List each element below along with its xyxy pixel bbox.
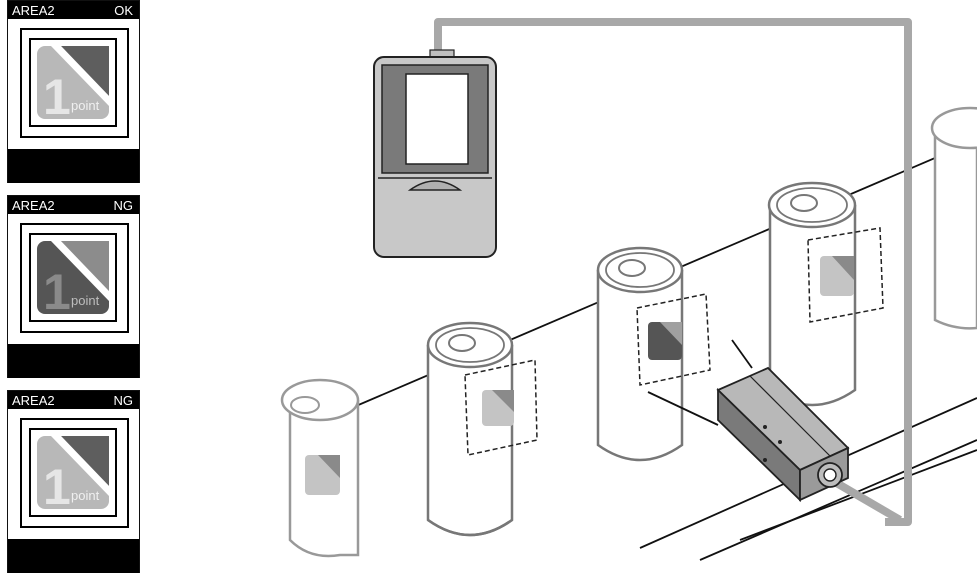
monitor-header: AREA2 NG xyxy=(8,196,139,214)
logo-sub: point xyxy=(71,293,100,308)
monitor-header: AREA2 NG xyxy=(8,391,139,409)
one-point-logo-icon: 1 point xyxy=(37,436,109,515)
inspection-frame: 1 point xyxy=(20,28,129,138)
controller-unit xyxy=(373,49,497,258)
area-label: AREA2 xyxy=(12,2,55,18)
logo-number: 1 xyxy=(43,459,71,515)
can-4 xyxy=(767,181,884,407)
inspection-frame: 1 point xyxy=(20,418,129,528)
monitor-view: 1 point xyxy=(8,19,139,149)
area-label: AREA2 xyxy=(12,197,55,213)
monitor-panel-1: AREA2 OK 1 point xyxy=(7,0,140,183)
status-label: NG xyxy=(113,197,134,213)
controller-cable xyxy=(434,18,912,526)
monitor-header: AREA2 OK xyxy=(8,1,139,19)
status-label: NG xyxy=(113,392,134,408)
can-5 xyxy=(930,106,977,330)
area-label: AREA2 xyxy=(12,392,55,408)
can-3 xyxy=(596,246,711,462)
logo-number: 1 xyxy=(43,69,71,125)
logo-sub: point xyxy=(71,488,100,503)
monitor-footer xyxy=(8,149,139,183)
can-1 xyxy=(280,378,360,558)
status-label: OK xyxy=(114,2,133,18)
logo-number: 1 xyxy=(43,264,71,320)
inspection-frame: 1 point xyxy=(20,223,129,333)
inspection-area: 1 point xyxy=(29,233,117,322)
logo-sub: point xyxy=(71,98,100,113)
monitor-footer xyxy=(8,539,139,573)
inspection-area: 1 point xyxy=(29,428,117,517)
monitor-view: 1 point xyxy=(8,214,139,344)
one-point-logo-icon: 1 point xyxy=(37,46,109,125)
monitor-footer xyxy=(8,344,139,378)
monitor-panel-3: AREA2 NG 1 point xyxy=(7,390,140,573)
camera-view-lines xyxy=(647,339,753,426)
one-point-logo-icon: 1 point xyxy=(37,241,109,320)
monitor-panel-2: AREA2 NG 1 point xyxy=(7,195,140,378)
inspection-area: 1 point xyxy=(29,38,117,127)
can-2 xyxy=(426,321,538,537)
monitor-view: 1 point xyxy=(8,409,139,539)
camera-sensor xyxy=(716,366,903,524)
